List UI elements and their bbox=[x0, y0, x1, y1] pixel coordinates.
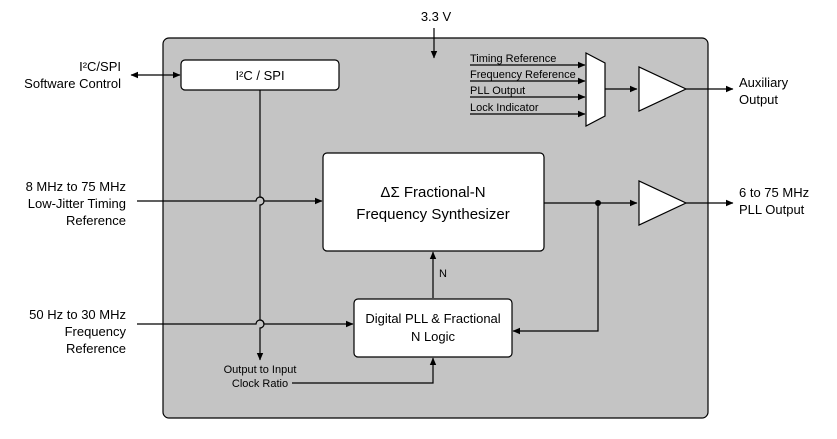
synthesizer-label-line2: Frequency Synthesizer bbox=[356, 206, 509, 223]
control-label-line1: I²C/SPI bbox=[79, 59, 121, 74]
control-label-line2: Software Control bbox=[24, 76, 121, 91]
aux-output-label-line2: Output bbox=[739, 92, 778, 107]
dpll-label-line2: N Logic bbox=[411, 329, 456, 344]
timing-ref-label-line1: 8 MHz to 75 MHz bbox=[26, 179, 126, 194]
mux-input-frequency-reference: Frequency Reference bbox=[470, 69, 576, 81]
n-label: N bbox=[439, 268, 447, 280]
timing-ref-input-line bbox=[137, 196, 323, 205]
pll-output-label-line2: PLL Output bbox=[739, 202, 805, 217]
dpll-label-line1: Digital PLL & Fractional bbox=[365, 311, 500, 326]
freq-ref-label-line3: Reference bbox=[66, 341, 126, 356]
i2c-spi-block-label: I²C / SPI bbox=[235, 68, 284, 83]
mux-input-lock-indicator: Lock Indicator bbox=[470, 102, 539, 114]
pll-output-label-line1: 6 to 75 MHz bbox=[739, 185, 809, 200]
mux-input-timing-reference: Timing Reference bbox=[470, 53, 556, 65]
timing-ref-label-line3: Reference bbox=[66, 213, 126, 228]
dpll-block bbox=[353, 298, 513, 358]
ratio-label-line1: Output to Input bbox=[224, 364, 297, 376]
freq-ref-label-line1: 50 Hz to 30 MHz bbox=[29, 307, 126, 322]
freq-ref-label-line2: Frequency bbox=[65, 324, 127, 339]
freq-ref-input-line bbox=[137, 319, 354, 328]
aux-output-label-line1: Auxiliary bbox=[739, 75, 789, 90]
supply-label: 3.3 V bbox=[421, 9, 452, 24]
synthesizer-label-line1: ΔΣ Fractional-N bbox=[380, 184, 485, 201]
synthesizer-block bbox=[322, 152, 545, 252]
output-mux bbox=[585, 52, 606, 127]
ratio-to-dpll-line bbox=[292, 357, 437, 384]
timing-ref-label-line2: Low-Jitter Timing bbox=[28, 196, 126, 211]
mux-input-pll-output: PLL Output bbox=[470, 85, 525, 97]
aux-output-buffer bbox=[638, 66, 688, 112]
ratio-label-line2: Clock Ratio bbox=[232, 378, 288, 390]
feedback-line bbox=[512, 203, 599, 335]
pll-output-buffer bbox=[638, 180, 688, 226]
